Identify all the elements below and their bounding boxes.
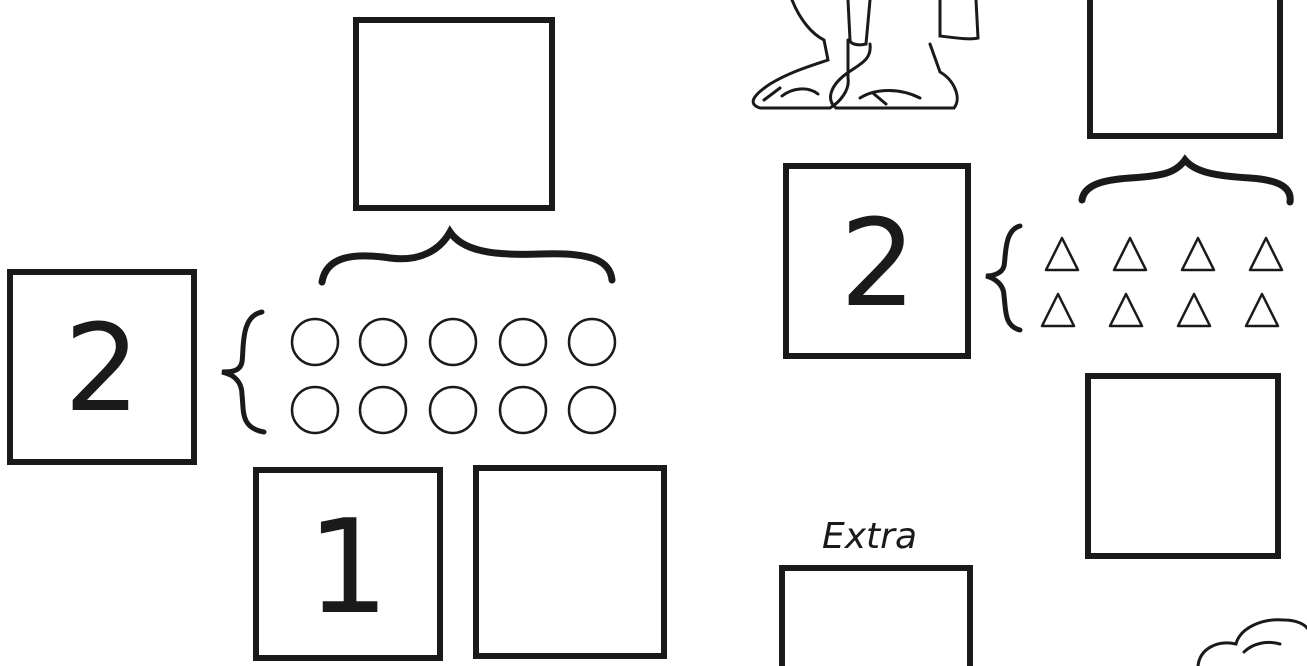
counting-circle <box>430 319 476 365</box>
extra-label: Extra <box>822 516 917 557</box>
right-given-number: 2 <box>840 195 916 334</box>
counting-circle <box>360 319 406 365</box>
left-horizontal-brace <box>322 232 612 282</box>
counting-triangle <box>1182 238 1214 270</box>
right-problem: 2 <box>786 0 1290 556</box>
counting-circle <box>292 387 338 433</box>
left-vertical-brace <box>222 312 264 432</box>
right-middle-answer-box[interactable] <box>1088 376 1278 556</box>
counting-circle <box>292 319 338 365</box>
counting-circle <box>569 387 615 433</box>
left-given-number: 2 <box>64 300 140 439</box>
left-ones-box[interactable] <box>476 468 664 656</box>
right-horizontal-brace <box>1082 160 1290 202</box>
counting-circle <box>430 387 476 433</box>
counting-circle <box>500 387 546 433</box>
right-vertical-brace <box>986 226 1020 330</box>
right-triangle-group <box>1042 238 1282 326</box>
character-feet-illustration <box>753 0 978 108</box>
left-top-answer-box[interactable] <box>356 20 552 208</box>
extra-section: Extra <box>782 516 970 666</box>
counting-triangle <box>1246 294 1278 326</box>
counting-triangle <box>1250 238 1282 270</box>
counting-circle <box>569 319 615 365</box>
counting-triangle <box>1046 238 1078 270</box>
extra-answer-box[interactable] <box>782 568 970 666</box>
counting-triangle <box>1178 294 1210 326</box>
counting-triangle <box>1110 294 1142 326</box>
counting-circle <box>500 319 546 365</box>
left-tens-digit: 1 <box>307 491 390 643</box>
right-top-answer-box[interactable] <box>1090 0 1280 136</box>
counting-triangle <box>1042 294 1074 326</box>
left-problem: 2 1 <box>10 20 664 658</box>
counting-triangle <box>1114 238 1146 270</box>
left-circle-group <box>292 319 615 433</box>
cloud-illustration-edge <box>1198 620 1307 666</box>
counting-circle <box>360 387 406 433</box>
